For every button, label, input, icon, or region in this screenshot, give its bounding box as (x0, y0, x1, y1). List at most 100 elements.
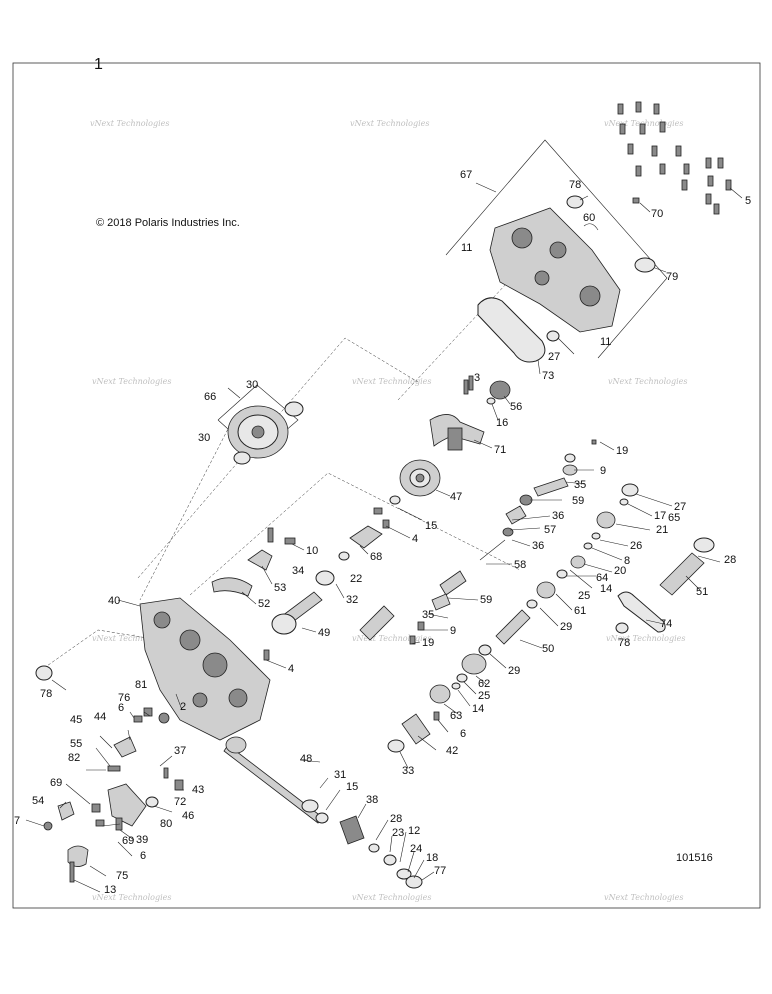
callout-label: 44 (94, 711, 106, 723)
callout-label: 9 (450, 625, 456, 637)
callout-label: 4 (288, 663, 294, 675)
callout-label: 45 (70, 714, 82, 726)
callout-label: 28 (390, 813, 402, 825)
callout-label: 58 (514, 559, 526, 571)
callout-label: 79 (666, 271, 678, 283)
callout-label: 6 (460, 728, 466, 740)
callout-label: 6 (140, 850, 146, 862)
output-shaft (223, 736, 329, 824)
callout-label: 17 (654, 510, 666, 522)
callout-label: 24 (410, 843, 422, 855)
callout-label: 27 (674, 501, 686, 513)
washer (368, 843, 380, 853)
diagram-frame (12, 62, 761, 909)
figure-number: 1 (94, 56, 103, 73)
callout-label: 37 (174, 745, 186, 757)
callout-label: 78 (618, 637, 630, 649)
callout-label: 36 (532, 540, 544, 552)
bearing (233, 451, 251, 465)
callout-label: 35 (422, 609, 434, 621)
seal-ring (546, 330, 560, 342)
callout-label: 18 (426, 852, 438, 864)
callout-label: 35 (574, 479, 586, 491)
callout-label: 22 (350, 573, 362, 585)
callout-label: 19 (422, 637, 434, 649)
callout-label: 16 (496, 417, 508, 429)
bolt (263, 649, 270, 661)
callout-label: 29 (508, 665, 520, 677)
callout-label: 65 (668, 512, 680, 524)
callout-label: 42 (446, 745, 458, 757)
watermark: vNext Technologies (608, 377, 687, 386)
sprocket (489, 380, 511, 400)
callout-label: 78 (40, 688, 52, 700)
left-hardware (43, 707, 184, 883)
watermark: vNext Technologies (352, 377, 431, 386)
callout-label: 43 (192, 784, 204, 796)
callout-label: 27 (548, 351, 560, 363)
callout-label: 60 (583, 212, 595, 224)
watermark: vNext Technologies (90, 119, 169, 128)
callout-label: 21 (656, 524, 668, 536)
callout-label: 50 (542, 643, 554, 655)
callout-label: 14 (472, 703, 484, 715)
seal-ring (566, 195, 584, 209)
callout-label: 29 (560, 621, 572, 633)
callout-label: 70 (651, 208, 663, 220)
bolt-set (617, 101, 732, 215)
callout-label: 5 (745, 195, 751, 207)
watermark: vNext Technologies (604, 119, 683, 128)
gearcase-cover (489, 207, 621, 333)
callout-label: 69 (50, 777, 62, 789)
callout-label: 23 (392, 827, 404, 839)
callout-label: 72 (174, 796, 186, 808)
callout-label: 53 (274, 582, 286, 594)
callout-label: 4 (412, 533, 418, 545)
seal-ring (35, 665, 53, 681)
seal-ring (405, 875, 423, 889)
callout-label: 3 (474, 372, 480, 384)
callout-label: 40 (108, 595, 120, 607)
callout-label: 64 (596, 572, 608, 584)
callout-label: 36 (552, 510, 564, 522)
callout-label: 82 (68, 752, 80, 764)
callout-label: 59 (572, 495, 584, 507)
callout-label: 11 (461, 242, 472, 254)
callout-label: 10 (306, 545, 318, 557)
diagram-id: 101516 (676, 852, 713, 864)
callout-label: 75 (116, 870, 128, 882)
callout-label: 47 (450, 491, 462, 503)
callout-label: 57 (544, 524, 556, 536)
watermark: vNext Technologies (604, 893, 683, 902)
watermark: vNext Technologies (352, 893, 431, 902)
callout-label: 46 (182, 810, 194, 822)
callout-labels: 2 3 4 4 5 6 6 6 7 8 9 9 10 11 11 12 13 1… (14, 169, 751, 896)
callout-label: 7 (14, 815, 20, 827)
callout-label: 67 (460, 169, 472, 181)
callout-label: 54 (32, 795, 44, 807)
callout-label: 55 (70, 738, 82, 750)
callout-label: 34 (292, 565, 304, 577)
watermark: vNext Technologies (352, 634, 431, 643)
callout-label: 56 (510, 401, 522, 413)
fastener (632, 197, 640, 204)
fork-shaft (447, 427, 463, 451)
callout-label: 68 (370, 551, 382, 563)
callout-label: 52 (258, 598, 270, 610)
callout-label: 32 (346, 594, 358, 606)
coupler (339, 815, 365, 845)
watermark: vNext Technologies (606, 634, 685, 643)
callout-label: 25 (578, 590, 590, 602)
watermark: vNext Technologies (92, 893, 171, 902)
callout-label: 9 (600, 465, 606, 477)
callout-label: 80 (160, 818, 172, 830)
callout-label: 28 (724, 554, 736, 566)
watermark-layer: vNext Technologies vNext Technologies vN… (90, 119, 687, 902)
callout-label: 51 (696, 586, 708, 598)
callout-label: 25 (478, 690, 490, 702)
bearing (284, 401, 304, 417)
callout-label: 6 (118, 702, 124, 714)
ring-gear (399, 459, 441, 497)
callout-label: 48 (300, 753, 312, 765)
